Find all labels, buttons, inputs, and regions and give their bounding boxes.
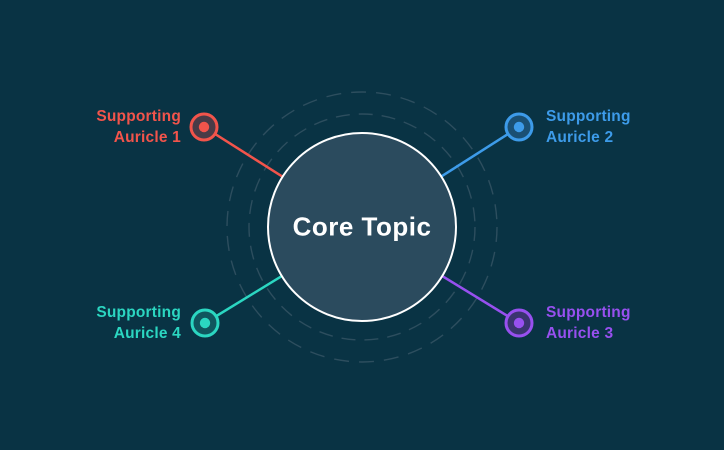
orbit-ring-outer	[226, 91, 498, 363]
node-label-4-line2: Auricle 4	[113, 325, 181, 342]
node-marker-2	[504, 112, 534, 142]
node-label-3-line1: Supporting	[546, 304, 631, 321]
node-dot-1	[198, 121, 210, 133]
node-marker-1	[189, 112, 219, 142]
node-dot-4	[199, 317, 211, 329]
node-label-3-line2: Auricle 3	[546, 325, 614, 342]
node-dot-2	[513, 121, 525, 133]
node-marker-3	[504, 308, 534, 338]
core-topic-title: Core Topic	[292, 211, 432, 242]
node-label-1: Supporting Auricle 1	[96, 106, 181, 148]
node-marker-4	[190, 308, 220, 338]
node-label-3: Supporting Auricle 3	[546, 302, 631, 344]
core-circle	[267, 132, 457, 322]
node-label-2-line2: Auricle 2	[546, 129, 614, 146]
node-label-4: Supporting Auricle 4	[96, 302, 181, 344]
node-label-1-line1: Supporting	[96, 108, 181, 125]
orbit-ring-inner	[248, 113, 476, 341]
node-label-1-line2: Auricle 1	[113, 129, 181, 146]
node-label-2-line1: Supporting	[546, 108, 631, 125]
node-label-2: Supporting Auricle 2	[546, 106, 631, 148]
node-label-4-line1: Supporting	[96, 304, 181, 321]
node-dot-3	[513, 317, 525, 329]
